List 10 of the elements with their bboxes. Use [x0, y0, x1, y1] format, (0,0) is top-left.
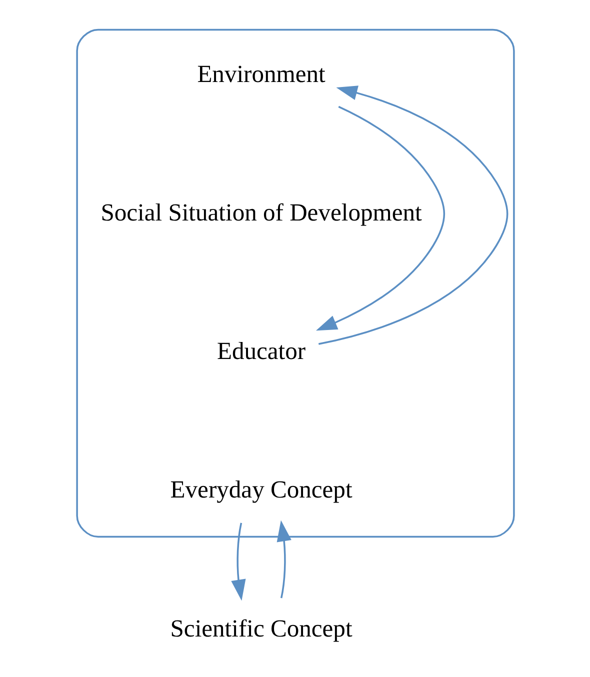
- node-text: Educator: [216, 338, 306, 366]
- arrow: [230, 522, 246, 601]
- node-text: Scientific Concept: [170, 615, 352, 642]
- arrow: [318, 86, 508, 345]
- node-text: Social Situation of Development: [100, 199, 422, 226]
- arrow: [315, 106, 445, 331]
- node-text: Everyday Concept: [170, 476, 352, 504]
- node-text: Environment: [196, 60, 325, 88]
- arrow: [276, 520, 291, 598]
- cluster: [76, 28, 514, 538]
